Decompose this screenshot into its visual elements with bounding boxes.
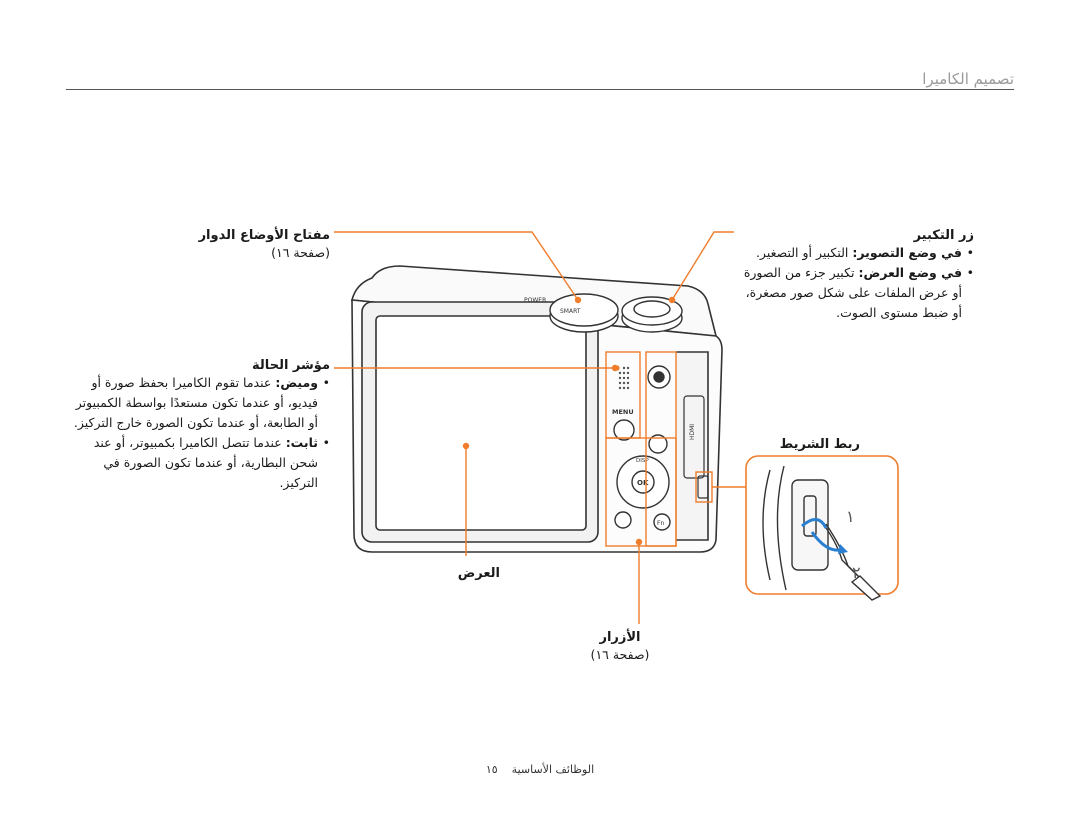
buttons-highlight-lower: [605, 437, 677, 547]
power-label: POWER: [524, 297, 546, 304]
playback-button[interactable]: [614, 511, 632, 529]
status-lamp-callout: مؤشر الحالة وميض: عندما تقوم الكاميرا بح…: [66, 358, 330, 493]
section-header-title: تصميم الكاميرا: [922, 70, 1014, 88]
mode-dial[interactable]: SMART: [549, 293, 619, 333]
mode-dial-page-ref: (صفحة ١٦): [271, 245, 330, 260]
strap-step-arrows: [801, 518, 848, 554]
lcd-screen: [375, 315, 587, 531]
footer-section-name: الوظائف الأساسية: [511, 763, 595, 776]
page-number: ١٥: [485, 763, 498, 776]
hdmi-label: HDMI: [689, 424, 696, 440]
shutter-zoom-button[interactable]: [621, 296, 683, 333]
strap-callout-title: ربط الشريط: [779, 437, 860, 452]
ok-button[interactable]: [631, 470, 655, 494]
strap-step-1: ١: [846, 507, 855, 526]
zoom-button-callout: زر التكبير في وضع التصوير: التكبير أو ال…: [738, 228, 974, 323]
buttons-callout: الأزرار (صفحة ١٦): [560, 630, 680, 665]
ok-label: OK: [637, 479, 649, 487]
zoom-button-descriptions: في وضع التصوير: التكبير أو التصغير. في و…: [738, 243, 974, 323]
port-cover[interactable]: [683, 395, 705, 479]
svg-text:SMART: SMART: [560, 308, 581, 315]
buttons-title: الأزرار: [599, 630, 641, 645]
status-lamp-title: مؤشر الحالة: [252, 358, 330, 373]
menu-button-label: MENU: [612, 408, 634, 416]
zoom-shooting-mode-item: في وضع التصوير: التكبير أو التصغير.: [738, 243, 974, 263]
status-blinking-item: وميض: عندما تقوم الكاميرا بحفظ صورة أو ف…: [66, 373, 330, 433]
mode-dial-title: مفتاح الأوضاع الدوار: [198, 228, 330, 243]
status-lamp: [614, 365, 630, 390]
buttons-page-ref: (صفحة ١٦): [590, 647, 650, 662]
strap-eyelet: [697, 475, 709, 499]
status-lamp-descriptions: وميض: عندما تقوم الكاميرا بحفظ صورة أو ف…: [66, 373, 330, 493]
menu-button[interactable]: [613, 419, 635, 441]
status-steady-item: ثابت: عندما تتصل الكاميرا بكمبيوتر، أو ع…: [66, 433, 330, 493]
fn-label: Fn: [657, 520, 664, 527]
zoom-button-title: زر التكبير: [913, 228, 974, 243]
camera-illustration: [350, 265, 723, 553]
record-icon: [653, 371, 665, 383]
disp-label: DISP: [636, 458, 649, 464]
strap-step-2: ٢: [852, 563, 861, 582]
display-callout-title: العرض: [457, 566, 500, 581]
fn-button[interactable]: [653, 513, 671, 531]
zoom-playback-mode-item: في وضع العرض: تكبير جزء من الصورة أو عرض…: [738, 263, 974, 323]
mode-change-button[interactable]: [648, 434, 668, 454]
callout-leader-lines: [334, 231, 746, 624]
mode-dial-callout: مفتاح الأوضاع الدوار (صفحة ١٦): [170, 228, 330, 263]
page-footer: الوظائف الأساسية ١٥: [0, 763, 1080, 776]
header-divider: [66, 89, 1014, 90]
